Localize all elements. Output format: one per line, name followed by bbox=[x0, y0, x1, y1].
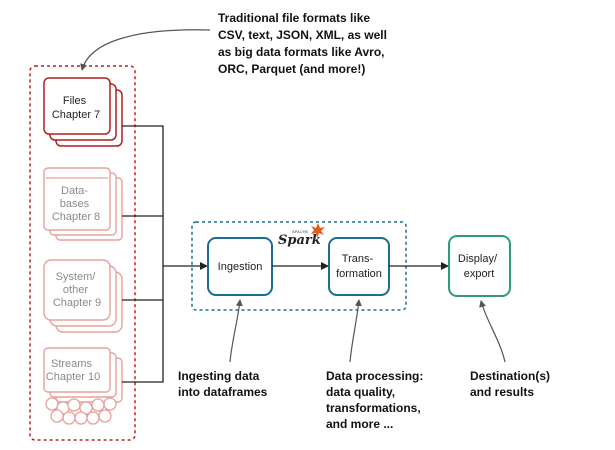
processing-note-line: Data processing: bbox=[326, 369, 423, 383]
stream-event-bubble bbox=[67, 398, 81, 412]
streams-label-line: Streams bbox=[51, 358, 92, 370]
top-note-line: ORC, Parquet (and more!) bbox=[218, 62, 365, 76]
ingestion-label: Ingestion bbox=[218, 261, 263, 273]
display-label-line: Display/ bbox=[458, 253, 498, 265]
processing-note-line: transformations, bbox=[326, 401, 421, 415]
top-note: Traditional file formats like CSV, text,… bbox=[218, 11, 390, 76]
stream-event-bubble bbox=[91, 398, 105, 412]
processing-note-line: and more ... bbox=[326, 417, 393, 431]
top-note-line: as big data formats like Avro, bbox=[218, 45, 385, 59]
system-label-line: System/ bbox=[56, 271, 97, 283]
files-label-line: Files bbox=[63, 95, 87, 107]
transformation-label-line: Trans- bbox=[342, 253, 374, 265]
system-label: System/ other Chapter 9 bbox=[53, 271, 101, 309]
transformation-node bbox=[328, 237, 390, 296]
processing-note: Data processing: data quality, transform… bbox=[326, 369, 427, 431]
spark-logo-text: Spark bbox=[278, 233, 321, 248]
destination-note-line: Destination(s) bbox=[470, 369, 550, 383]
ingesting-callout-arrow bbox=[229, 299, 243, 363]
stream-event-bubble bbox=[45, 397, 59, 411]
destination-note: Destination(s) and results bbox=[470, 369, 553, 399]
files-label-line: Chapter 7 bbox=[52, 109, 100, 121]
streams-label-line: Chapter 10 bbox=[46, 371, 100, 383]
display-node bbox=[448, 235, 511, 297]
ingesting-note: Ingesting data into dataframes bbox=[178, 369, 268, 399]
destination-note-line: and results bbox=[470, 385, 534, 399]
top-note-line: Traditional file formats like bbox=[218, 11, 370, 25]
display-label: Display/ export bbox=[458, 253, 500, 280]
streams-label: Streams Chapter 10 bbox=[46, 358, 100, 383]
spark-logo: APACHE Spark bbox=[278, 223, 325, 248]
ingesting-note-line: Ingesting data bbox=[178, 369, 260, 383]
databases-label-line: Data- bbox=[61, 185, 88, 197]
sources-container bbox=[29, 65, 136, 441]
processing-callout-arrow bbox=[349, 299, 362, 363]
source-streams: Streams Chapter 10 bbox=[43, 347, 123, 425]
top-note-callout-arrow bbox=[80, 29, 211, 71]
files-card-front bbox=[43, 77, 111, 135]
files-connector bbox=[122, 125, 164, 262]
streams-connector bbox=[122, 262, 164, 383]
display-label-line: export bbox=[464, 268, 495, 280]
stream-event-bubble bbox=[98, 409, 112, 423]
processing-note-line: data quality, bbox=[326, 385, 395, 399]
source-databases: Data- bases Chapter 8 bbox=[43, 167, 123, 241]
spark-star-icon bbox=[311, 223, 325, 238]
databases-label: Data- bases Chapter 8 bbox=[52, 185, 100, 223]
databases-label-line: Chapter 8 bbox=[52, 211, 100, 223]
system-label-line: other bbox=[63, 284, 88, 296]
source-files: Files Chapter 7 bbox=[43, 77, 123, 147]
transformation-label-line: formation bbox=[336, 268, 382, 280]
system-card-front bbox=[43, 259, 111, 321]
source-connectors bbox=[122, 125, 164, 383]
destination-callout-arrow bbox=[479, 300, 506, 363]
stream-event-bubble bbox=[50, 409, 64, 423]
transformation-label: Trans- formation bbox=[336, 253, 382, 280]
stream-event-bubble bbox=[103, 397, 117, 411]
streams-card-front bbox=[43, 347, 111, 393]
stream-event-bubble bbox=[74, 411, 88, 425]
top-note-line: CSV, text, JSON, XML, as well bbox=[218, 28, 387, 42]
ingesting-note-line: into dataframes bbox=[178, 385, 268, 399]
stream-event-bubble bbox=[62, 411, 76, 425]
databases-label-line: bases bbox=[60, 198, 90, 210]
databases-card-front bbox=[43, 167, 111, 231]
source-system-other: System/ other Chapter 9 bbox=[43, 259, 123, 333]
stream-event-bubble bbox=[86, 411, 100, 425]
ingestion-label-line: Ingestion bbox=[218, 261, 263, 273]
stream-event-bubbles bbox=[45, 397, 117, 425]
spark-logo-small: APACHE bbox=[292, 229, 308, 234]
files-label: Files Chapter 7 bbox=[52, 95, 100, 121]
system-label-line: Chapter 9 bbox=[53, 297, 101, 309]
